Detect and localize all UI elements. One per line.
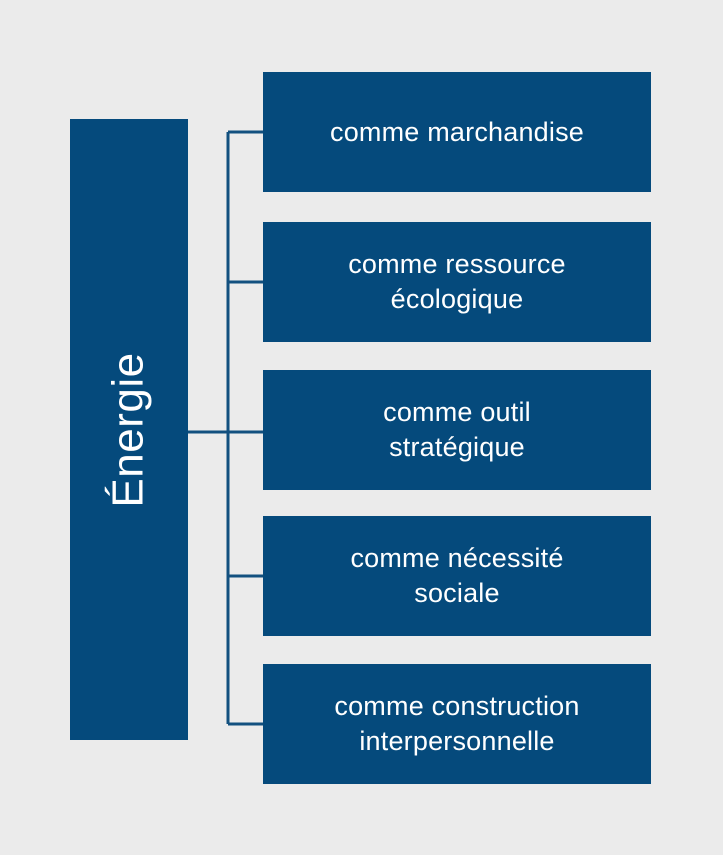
root-node-energie[interactable]: Énergie: [70, 119, 188, 740]
child-node-1[interactable]: comme marchandise: [263, 72, 651, 192]
child-node-2[interactable]: comme ressource écologique: [263, 222, 651, 342]
child-node-4-label: comme nécessité sociale: [350, 543, 564, 608]
child-node-3[interactable]: comme outil stratégique: [263, 370, 651, 490]
child-node-5[interactable]: comme construction interpersonnelle: [263, 664, 651, 784]
child-node-2-label: comme ressource écologique: [348, 249, 566, 314]
root-node-label: Énergie: [104, 351, 154, 508]
child-node-4[interactable]: comme nécessité sociale: [263, 516, 651, 636]
child-node-1-label: comme marchandise: [330, 116, 584, 147]
child-node-5-label: comme construction interpersonnelle: [334, 691, 580, 756]
child-node-3-label: comme outil stratégique: [383, 397, 531, 462]
